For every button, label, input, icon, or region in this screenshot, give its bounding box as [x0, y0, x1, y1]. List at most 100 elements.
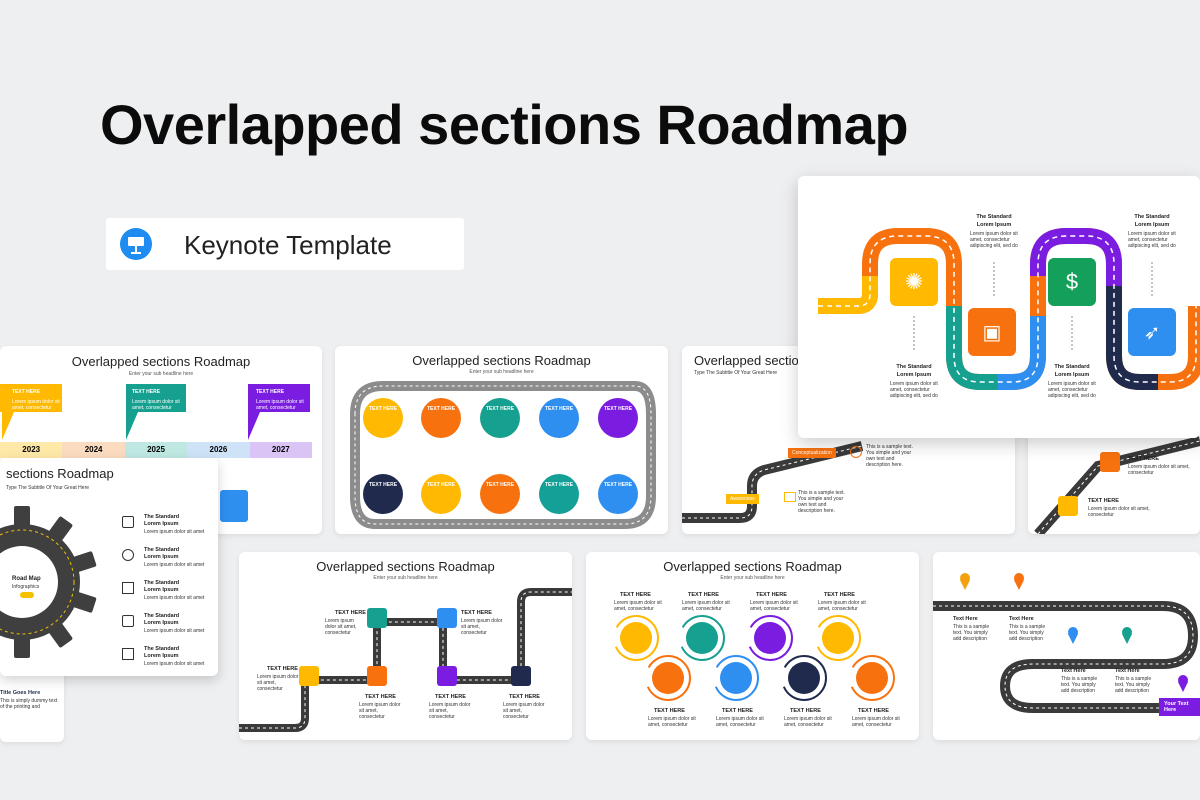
your-text-badge: Your Text Here [1159, 698, 1200, 716]
callout-label: TEXT HERE [256, 389, 285, 395]
slide-subtitle: Enter your sub headline here [720, 575, 785, 581]
circle-body: Lorem ipsum dolor sit amet, consectetur [784, 716, 832, 728]
slide-pins: Text Here This is a sample text. You sim… [933, 552, 1200, 740]
hero-label: Lorem Ipsum [976, 222, 1012, 228]
slide-title: Overlapped sections Roadmap [663, 559, 842, 574]
circle-body: Lorem ipsum dolor sit amet, consectetur [614, 600, 662, 612]
step-body: Lorem ipsum dolor sit amet, consectetur [257, 674, 299, 692]
item-body: Lorem ipsum dolor sit amet [144, 595, 205, 601]
gear-center-sub: Infographics [12, 584, 40, 590]
hero-label: The Standard [1054, 364, 1090, 370]
user-icon [122, 516, 134, 528]
step-label: TEXT HERE [365, 694, 396, 700]
circle-label: TEXT HERE [485, 482, 515, 488]
callout-body: Lorem ipsum dolor sit amet, consectetur [256, 399, 304, 411]
circle-label: TEXT HERE [722, 708, 753, 714]
step-icon [299, 666, 319, 686]
circle-label: TEXT HERE [544, 406, 574, 412]
pin-body: This is a sample text. You simply add de… [1009, 624, 1046, 642]
step-body: Lorem ipsum dolor sit amet, consectetur [325, 618, 357, 636]
circle-label: TEXT HERE [485, 406, 515, 412]
year-cell: 2023 [0, 442, 63, 458]
dollar-icon: $ [1048, 258, 1096, 306]
right-body: Lorem ipsum dolor sit amet, consectetur [1128, 464, 1190, 476]
slide-title: Overlapped sections Roadmap [412, 353, 591, 368]
slide-title: Overlapped sections [694, 353, 813, 368]
year-cell: 2026 [187, 442, 250, 458]
circle-body: Lorem ipsum dolor sit amet, consectetur [716, 716, 764, 728]
item-title: Lorem Ipsum [144, 620, 179, 626]
step-body: Lorem ipsum dolor sit amet, consectetur [503, 702, 545, 720]
circle-label: TEXT HERE [368, 482, 398, 488]
road-note: This is a sample text. You simple and yo… [798, 490, 845, 514]
hero-body: Lorem ipsum dolor sit amet, consectetur … [890, 381, 938, 399]
stopwatch-icon [850, 446, 862, 458]
circle-label: TEXT HERE [688, 592, 719, 598]
tools-icon [122, 615, 134, 627]
slide-title: Overlapped sections Roadmap [316, 559, 495, 574]
slide-circles: Overlapped sections Roadmap Enter your s… [586, 552, 919, 740]
bulb-icon [122, 549, 134, 561]
item-body: Lorem ipsum dolor sit amet [144, 661, 205, 667]
circle-label: TEXT HERE [368, 406, 398, 412]
step-icon [367, 608, 387, 628]
circle-body: Lorem ipsum dolor sit amet, consectetur [852, 716, 900, 728]
circle-label: TEXT HERE [544, 482, 574, 488]
callout-purple: TEXT HERE Lorem ipsum dolor sit amet, co… [248, 384, 310, 412]
slide-subtitle: Type The Subtitle Of Your Great Here [694, 370, 778, 376]
gear-center-label: Road Map [12, 576, 41, 582]
year-cell: 2027 [249, 442, 313, 458]
chart-icon [122, 648, 134, 660]
item-body: Lorem ipsum dolor sit amet [144, 628, 205, 634]
circle-label: TEXT HERE [620, 592, 651, 598]
pin-body: This is a sample text. You simply add de… [953, 624, 990, 642]
item-title: Lorem Ipsum [144, 587, 179, 593]
footer-title: Title Goes Here [0, 690, 41, 696]
badge-label: Keynote Template [184, 230, 392, 260]
circle-body: Lorem ipsum dolor sit amet, consectetur [750, 600, 798, 612]
step-label: TEXT HERE [435, 694, 466, 700]
year-band: 2023 2024 2025 2026 2027 [0, 442, 313, 458]
pin-label: Text Here [1061, 668, 1086, 674]
item-title: The Standard [144, 613, 180, 619]
callout-yellow: TEXT HERE Lorem ipsum dolor sit amet, co… [0, 384, 62, 412]
circle-body: Lorem ipsum dolor sit amet, consectetur [818, 600, 866, 612]
pin-body: This is a sample text. You simply add de… [1115, 676, 1152, 694]
hero-body: Lorem ipsum dolor sit amet, consectetur … [970, 231, 1018, 249]
page-title: Overlapped sections Roadmap [100, 93, 909, 156]
step-label: TEXT HERE [509, 694, 540, 700]
hero-label: The Standard [896, 364, 932, 370]
circle-label: TEXT HERE [824, 592, 855, 598]
circle-label: TEXT HERE [603, 406, 633, 412]
item-body: Lorem ipsum dolor sit amet [144, 562, 205, 568]
callout-body: Lorem ipsum dolor sit amet, consectetur [12, 399, 60, 411]
footer-body: This is simply dummy text of the printin… [0, 698, 58, 710]
item-title: Lorem Ipsum [144, 554, 179, 560]
slide-subtitle: Type The Subtitle Of Your Great Here [6, 485, 90, 491]
step-body: Lorem ipsum dolor sit amet, consectetur [429, 702, 471, 720]
slide-gear: sections Roadmap Type The Subtitle Of Yo… [0, 458, 218, 676]
tag-conceptualization: Conceptualization [788, 448, 836, 458]
circle-label: TEXT HERE [654, 708, 685, 714]
tag-awareness: Awareness [726, 494, 759, 504]
item-title: The Standard [144, 514, 180, 520]
circle-body: Lorem ipsum dolor sit amet, consectetur [682, 600, 730, 612]
step-icon [437, 666, 457, 686]
hero-label: The Standard [1134, 214, 1170, 220]
year-cell: 2024 [62, 442, 125, 458]
item-body: Lorem ipsum dolor sit amet [144, 529, 205, 535]
slide-subtitle: Enter your sub headline here [373, 575, 438, 581]
callout-body: Lorem ipsum dolor sit amet, consectetur [132, 399, 180, 411]
step-label: TEXT HERE [267, 666, 298, 672]
hero-label: Lorem Ipsum [1054, 372, 1090, 378]
right-body: Lorem ipsum dolor sit amet, consectetur [1088, 506, 1150, 518]
lightbulb-icon: ✺ [890, 258, 938, 306]
rocket-icon: ➶ [1128, 308, 1176, 356]
circle-label: TEXT HERE [426, 406, 456, 412]
cone-icon [122, 582, 134, 594]
step-icon [437, 608, 457, 628]
hero-body: Lorem ipsum dolor sit amet, consectetur … [1128, 231, 1176, 249]
slide-loops: Overlapped sections Roadmap Enter your s… [335, 346, 668, 534]
hero-label: The Standard [976, 214, 1012, 220]
keynote-badge: Keynote Template [106, 218, 464, 270]
